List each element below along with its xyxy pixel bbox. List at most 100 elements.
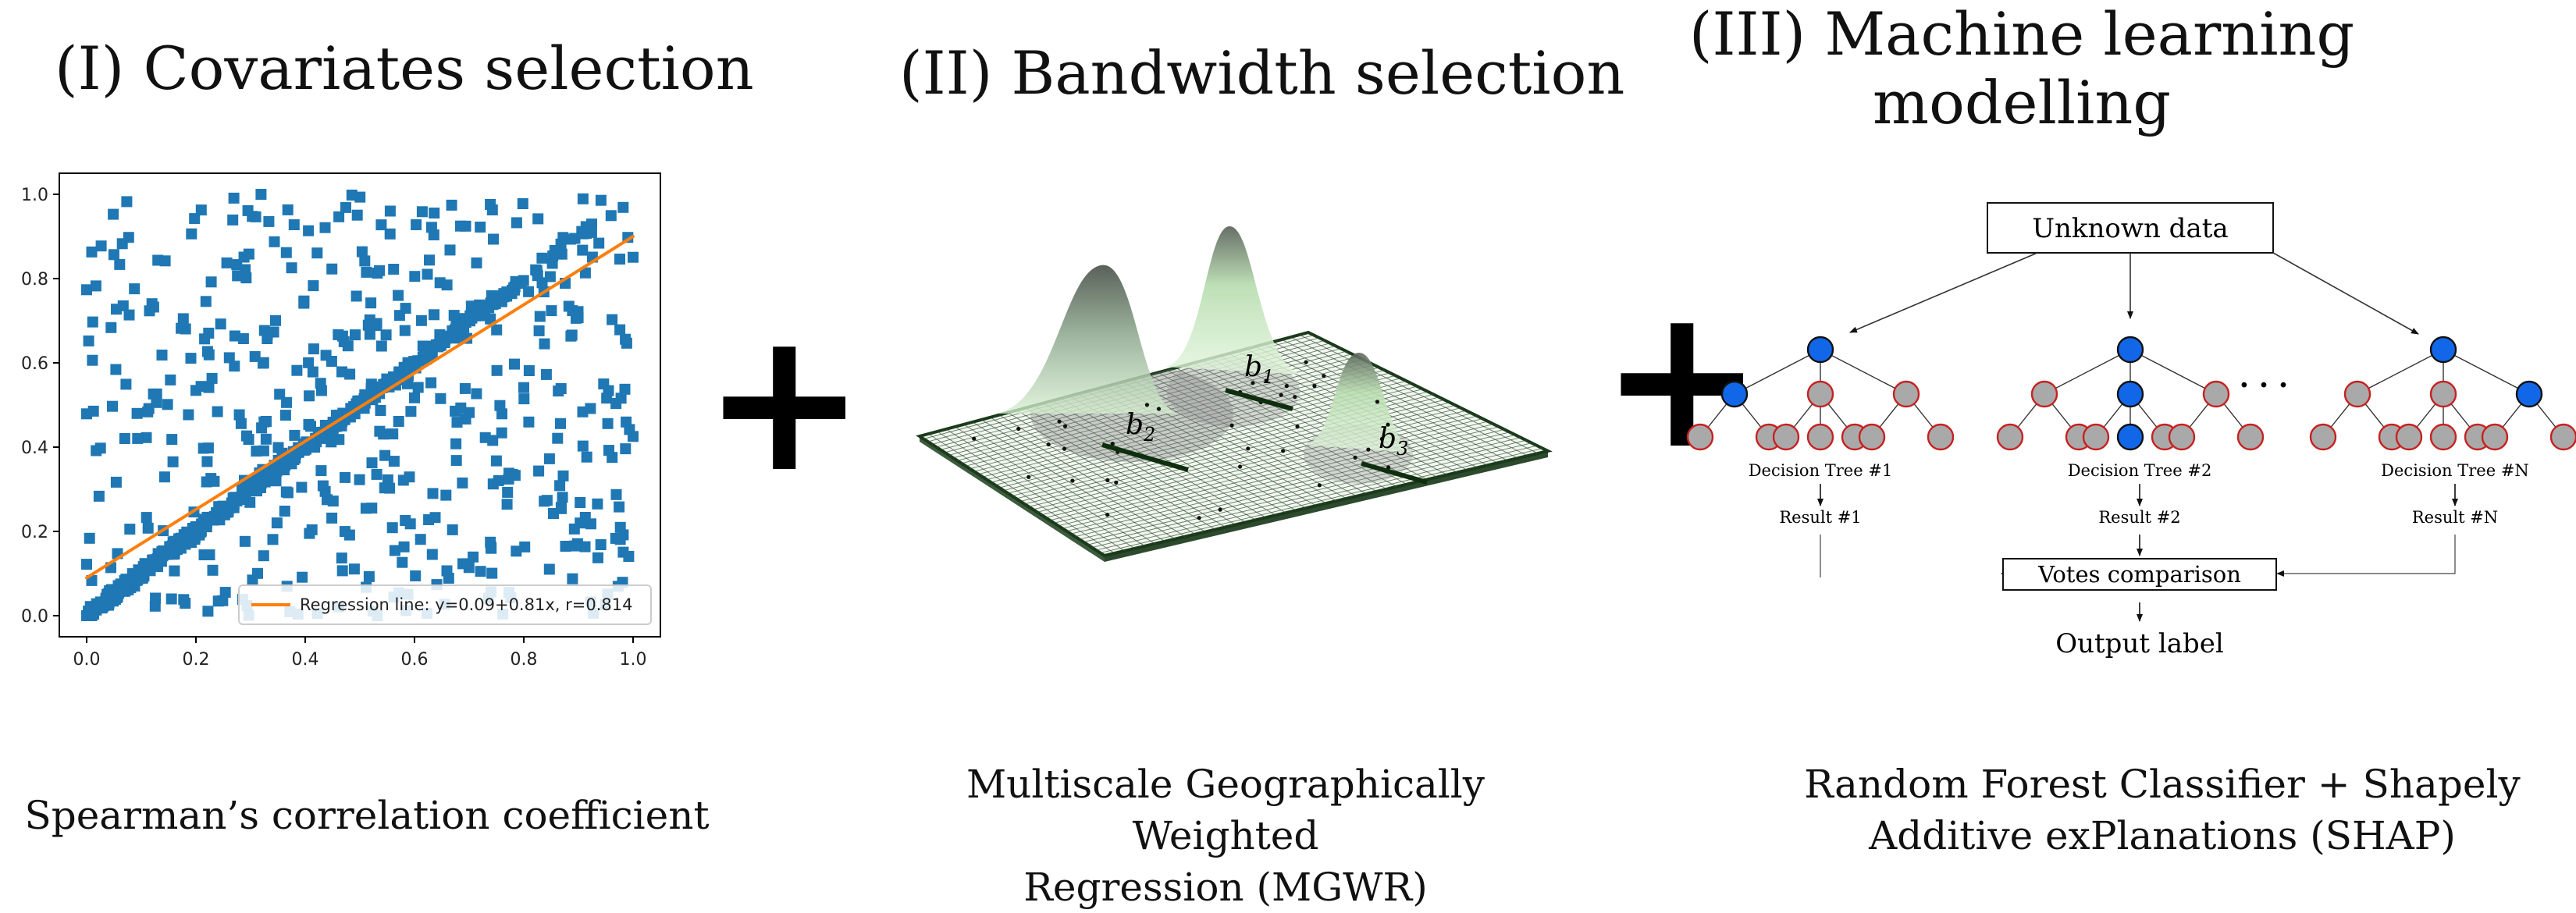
tree-name-1: Decision Tree #1 xyxy=(1749,461,1893,480)
scatter-point xyxy=(340,471,350,483)
scatter-point xyxy=(241,430,252,442)
scatter-points xyxy=(81,189,639,621)
scatter-point xyxy=(579,267,591,279)
scatter-point xyxy=(581,451,592,463)
scatter-point xyxy=(260,433,272,445)
scatter-point xyxy=(496,427,507,439)
scatter-point xyxy=(81,408,92,420)
scatter-point xyxy=(320,350,332,361)
scatter-point xyxy=(412,382,424,393)
scatter-point xyxy=(441,565,453,577)
scatter-point xyxy=(489,298,501,310)
scatter-point xyxy=(305,421,316,432)
tree-internal-node xyxy=(1892,380,1920,408)
section-title-ml-line2: modelling xyxy=(1873,68,2171,138)
scatter-point xyxy=(291,364,303,376)
scatter-point xyxy=(534,311,546,322)
scatter-point xyxy=(509,358,520,370)
scatter-point xyxy=(568,523,580,535)
scatter-point xyxy=(338,336,350,347)
tree-leaf-node xyxy=(2168,423,2196,451)
scatter-point xyxy=(189,531,201,543)
scatter-point xyxy=(610,532,621,544)
scatter-point xyxy=(475,222,486,233)
scatter-point xyxy=(511,217,522,229)
y-tick-label: 0.2 xyxy=(21,523,48,542)
scatter-point xyxy=(592,552,603,563)
scatter-point xyxy=(131,407,143,419)
scatter-point xyxy=(427,488,439,499)
scatter-point xyxy=(350,329,361,341)
tree-result-n: Result #N xyxy=(2412,508,2498,527)
scatter-point xyxy=(397,556,408,568)
scatter-point xyxy=(274,389,286,400)
tree-name-2: Decision Tree #2 xyxy=(2068,461,2212,480)
scatter-point xyxy=(567,573,578,584)
scatter-point xyxy=(319,222,331,233)
scatter-point xyxy=(120,378,132,390)
scatter-point xyxy=(280,247,292,258)
scatter-point xyxy=(356,246,368,258)
scatter-point xyxy=(199,333,211,345)
arrow-to-tree-1 xyxy=(1849,252,2038,333)
scatter-point xyxy=(579,541,591,552)
scatter-point xyxy=(620,443,632,455)
scatter-point xyxy=(203,349,215,361)
scatter-point xyxy=(130,568,142,580)
scatter-point xyxy=(422,268,433,280)
sample-point xyxy=(1110,442,1115,446)
scatter-point xyxy=(457,558,468,570)
scatter-point xyxy=(441,279,453,291)
scatter-point xyxy=(393,290,404,301)
section-title-ml-line1: (III) Machine learning xyxy=(1688,0,2355,69)
section-title-ml: (III) Machine learning modelling xyxy=(1686,0,2357,137)
scatter-point xyxy=(577,193,589,204)
scatter-point xyxy=(262,471,273,481)
scatter-point xyxy=(488,233,499,245)
scatter-point xyxy=(87,316,98,328)
sample-point xyxy=(1238,464,1243,469)
votes-label: Votes comparison xyxy=(2037,561,2241,588)
scatter-point xyxy=(247,574,258,586)
scatter-point xyxy=(229,361,240,372)
scatter-point xyxy=(450,438,462,449)
scatter-point xyxy=(142,522,154,534)
sample-point xyxy=(1114,480,1119,485)
scatter-point xyxy=(288,219,300,230)
scatter-point xyxy=(202,606,214,617)
scatter-point xyxy=(124,524,136,535)
scatter-point xyxy=(307,366,318,378)
scatter-point xyxy=(272,442,284,453)
scatter-point xyxy=(303,357,315,368)
scatter-point xyxy=(375,405,386,416)
scatter-point xyxy=(110,364,122,375)
bandwidth-bar-3 xyxy=(1361,461,1428,485)
scatter-point xyxy=(554,480,566,492)
x-tick-label: 1.0 xyxy=(620,650,647,670)
scatter-point xyxy=(228,192,240,204)
scatter-point xyxy=(219,587,231,599)
x-tick-label: 0.6 xyxy=(401,650,429,670)
scatter-point xyxy=(311,247,323,259)
tree-internal-node xyxy=(2030,380,2058,408)
scatter-point xyxy=(110,476,122,488)
bandwidth-bar-1 xyxy=(1225,388,1293,411)
sample-point xyxy=(1144,403,1149,407)
tree-leaf-node xyxy=(2429,423,2457,451)
plot-frame xyxy=(59,172,661,638)
scatter-point xyxy=(240,272,252,284)
scatter-point xyxy=(340,201,351,213)
scatter-point xyxy=(572,306,584,318)
caption-mgwr: Multiscale Geographically Weighted Regre… xyxy=(874,758,1577,913)
scatter-point xyxy=(539,496,550,507)
plane-grid xyxy=(923,334,1543,554)
scatter-point xyxy=(348,563,360,575)
scatter-point xyxy=(206,513,218,524)
tree-internal-node xyxy=(2429,380,2457,408)
scatter-point xyxy=(83,335,94,346)
scatter-point xyxy=(360,503,372,514)
scatter-point xyxy=(408,360,420,371)
scatter-point xyxy=(380,329,392,341)
scatter-point xyxy=(251,485,262,497)
